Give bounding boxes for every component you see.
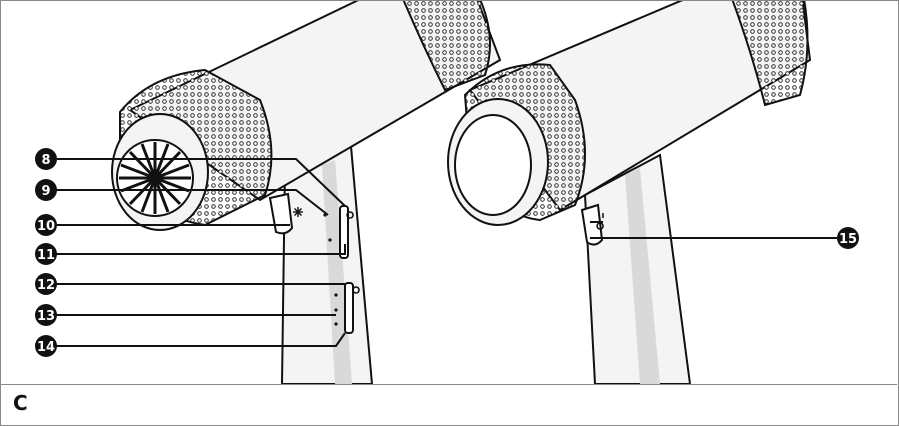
callout-15: 15: [837, 227, 859, 249]
callout-9-label: 9: [41, 184, 50, 199]
callout-11-label: 11: [37, 248, 55, 263]
vent-grille-icon: [116, 139, 194, 217]
callout-8-label: 8: [41, 153, 50, 168]
caption-divider: [0, 384, 897, 385]
callout-leaders: [56, 158, 837, 347]
callout-10: 10: [35, 214, 57, 236]
snowflake-icon: [293, 207, 303, 217]
dryer-left: [111, 1, 502, 384]
heat-switch: [344, 282, 354, 334]
hair-dryer-illustration: 8 9 10 11 12 13 14 15: [35, 1, 859, 384]
callout-10-label: 10: [37, 219, 55, 234]
cold-shot-button: [268, 192, 294, 235]
callout-8: 8: [35, 148, 57, 170]
callout-12: 12: [35, 273, 57, 295]
callout-14: 14: [35, 335, 57, 357]
dryer-right: [447, 1, 812, 384]
power-switch: [580, 203, 604, 246]
callout-9: 9: [35, 179, 57, 201]
callout-12-label: 12: [37, 278, 55, 293]
figure-label: C: [13, 391, 28, 415]
callout-13-label: 13: [37, 309, 55, 324]
callout-14-label: 14: [37, 340, 55, 355]
callout-11: 11: [35, 243, 57, 265]
callout-15-label: 15: [839, 232, 857, 247]
callout-13: 13: [35, 304, 57, 326]
